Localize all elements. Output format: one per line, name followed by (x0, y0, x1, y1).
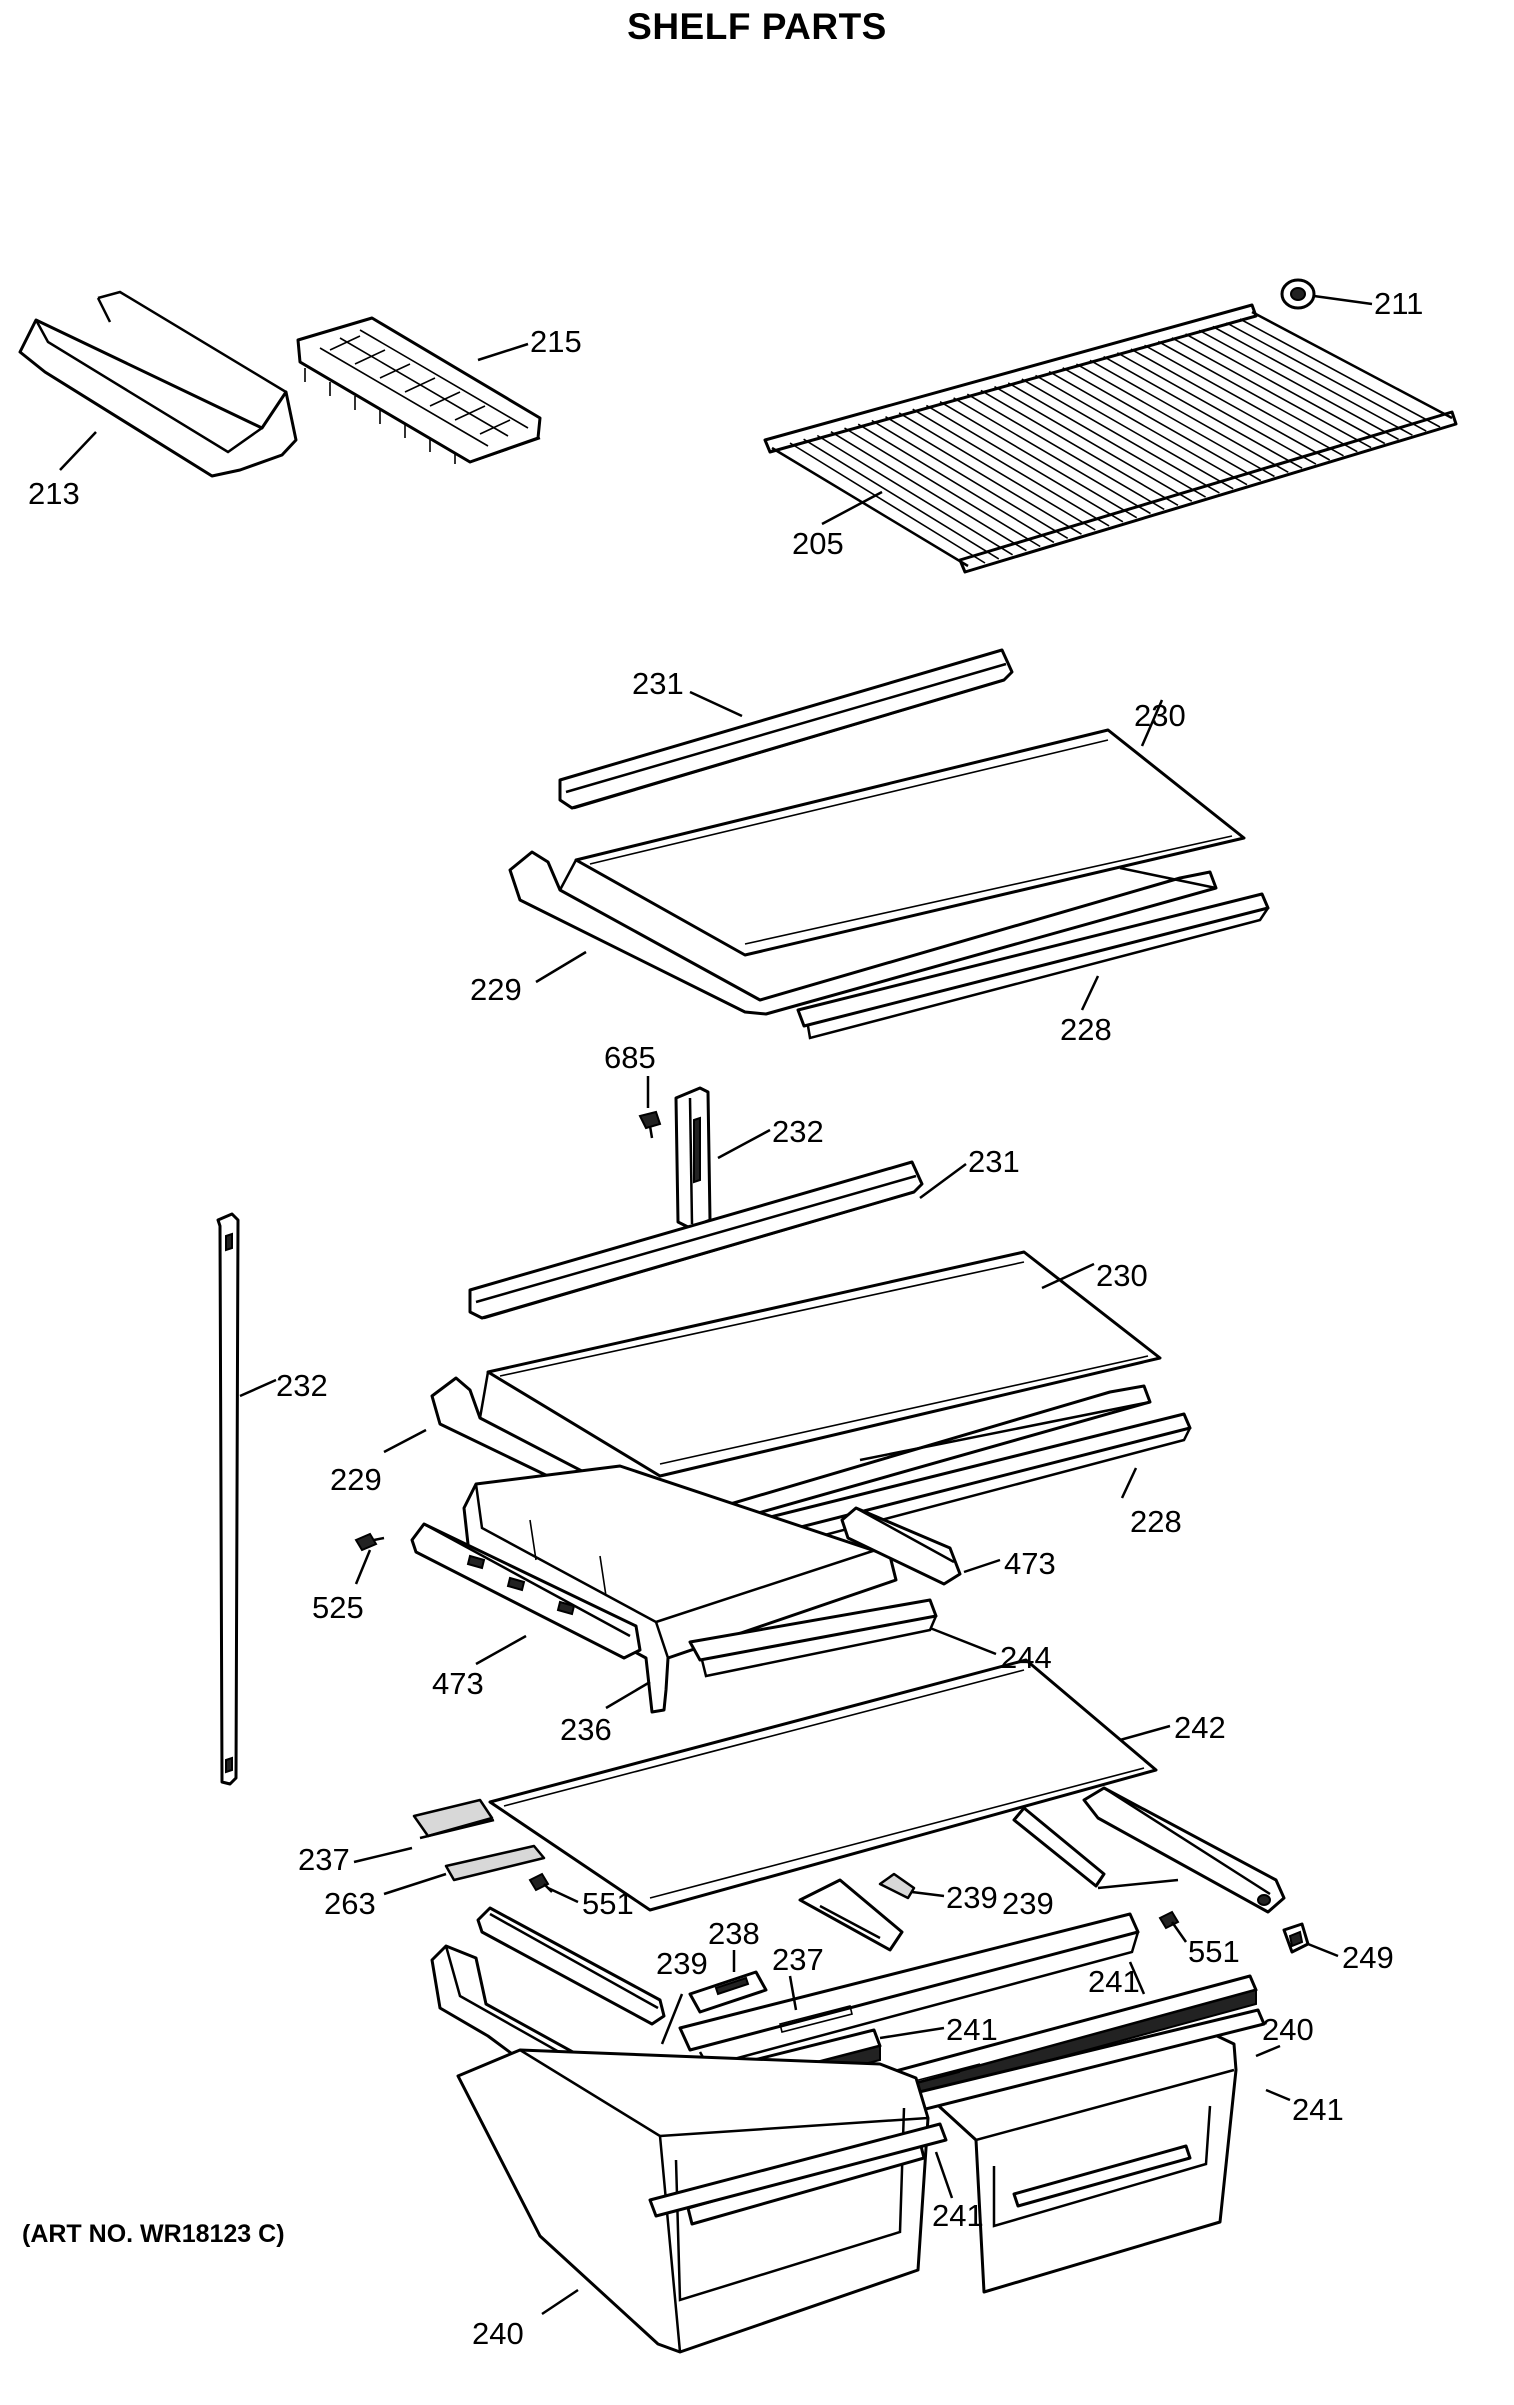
callout-241-right-upper: 241 (1088, 1964, 1140, 1999)
callout-labels: 211 215 213 205 231 230 229 228 685 232 … (28, 286, 1423, 2351)
part-249-clip (1282, 1922, 1310, 1954)
callout-228-lower: 228 (1130, 1504, 1182, 1539)
callout-239-center: 239 (946, 1880, 998, 1915)
part-263-left-rail (444, 1844, 546, 1882)
part-213-door-bin (18, 290, 298, 478)
callout-263: 263 (324, 1886, 376, 1921)
part-231-upper-trim (558, 648, 1014, 810)
part-242-crisper-cover-glass (488, 1658, 1158, 1912)
art-number: (ART NO. WR18123 C) (22, 2220, 285, 2248)
callout-205: 205 (792, 526, 844, 561)
callout-249: 249 (1342, 1940, 1394, 1975)
part-231-lower-trim (468, 1160, 924, 1320)
callout-213: 213 (28, 476, 80, 511)
callout-237-center: 237 (772, 1942, 824, 1977)
callout-241-center: 241 (946, 2012, 998, 2047)
leader-lines (59, 294, 1373, 2316)
part-215-ice-tray (296, 316, 542, 464)
part-232-rail-bracket (216, 1212, 240, 1786)
part-228-upper-rail (796, 892, 1270, 1040)
callout-551-left: 551 (582, 1886, 634, 1921)
callout-244: 244 (1000, 1640, 1052, 1675)
part-229-upper-frame (508, 850, 1218, 1016)
callout-241-right-lower: 241 (1292, 2092, 1344, 2127)
part-239-center-bracket (798, 1872, 916, 1952)
callout-232-side: 232 (276, 1368, 328, 1403)
callout-228-upper: 228 (1060, 1012, 1112, 1047)
callout-215: 215 (530, 324, 582, 359)
part-551-screw-left (528, 1872, 553, 1893)
callout-473-left: 473 (432, 1666, 484, 1701)
part-237-left-support (412, 1798, 495, 1840)
part-241-handle-left (648, 2122, 948, 2218)
part-238-latch (688, 1970, 768, 2014)
part-239-left-runner (476, 1906, 666, 2026)
callout-685: 685 (604, 1040, 656, 1075)
callout-473-right: 473 (1004, 1546, 1056, 1581)
callout-240-right: 240 (1262, 2012, 1314, 2047)
part-230-upper-glass (574, 728, 1246, 957)
callout-211: 211 (1374, 286, 1423, 321)
part-685-screw (638, 1110, 662, 1139)
part-525-screw (354, 1532, 385, 1552)
callout-239-left: 239 (656, 1946, 708, 1981)
callout-230-upper: 230 (1134, 698, 1186, 733)
part-205-wire-shelf (763, 303, 1458, 574)
callout-229-upper: 229 (470, 972, 522, 1007)
page-title: SHELF PARTS (627, 6, 887, 47)
part-232-upper-bracket (674, 1086, 712, 1230)
callout-229-lower: 229 (330, 1462, 382, 1497)
callout-238: 238 (708, 1916, 760, 1951)
part-473-left-slide (410, 1522, 642, 1660)
callout-551-right: 551 (1188, 1934, 1240, 1969)
part-211-end-cap (1280, 278, 1316, 310)
part-240-right-drawer (928, 2024, 1238, 2294)
callout-240-left: 240 (472, 2316, 524, 2351)
callout-241-bottom: 241 (932, 2198, 984, 2233)
part-230-lower-glass (486, 1250, 1162, 1478)
callout-232-upper: 232 (772, 1114, 824, 1149)
part-right-side-rail (1082, 1786, 1286, 1914)
part-244-front-rail (688, 1598, 938, 1678)
callout-230-lower: 230 (1096, 1258, 1148, 1293)
callout-231-upper: 231 (632, 666, 684, 701)
callout-236: 236 (560, 1712, 612, 1747)
callout-239-right: 239 (1002, 1886, 1054, 1921)
callout-242: 242 (1174, 1710, 1226, 1745)
callout-231-lower: 231 (968, 1144, 1020, 1179)
callout-237-left: 237 (298, 1842, 350, 1877)
callout-525: 525 (312, 1590, 364, 1625)
part-473-right-slide (840, 1506, 962, 1586)
part-right-strut (1012, 1806, 1106, 1888)
